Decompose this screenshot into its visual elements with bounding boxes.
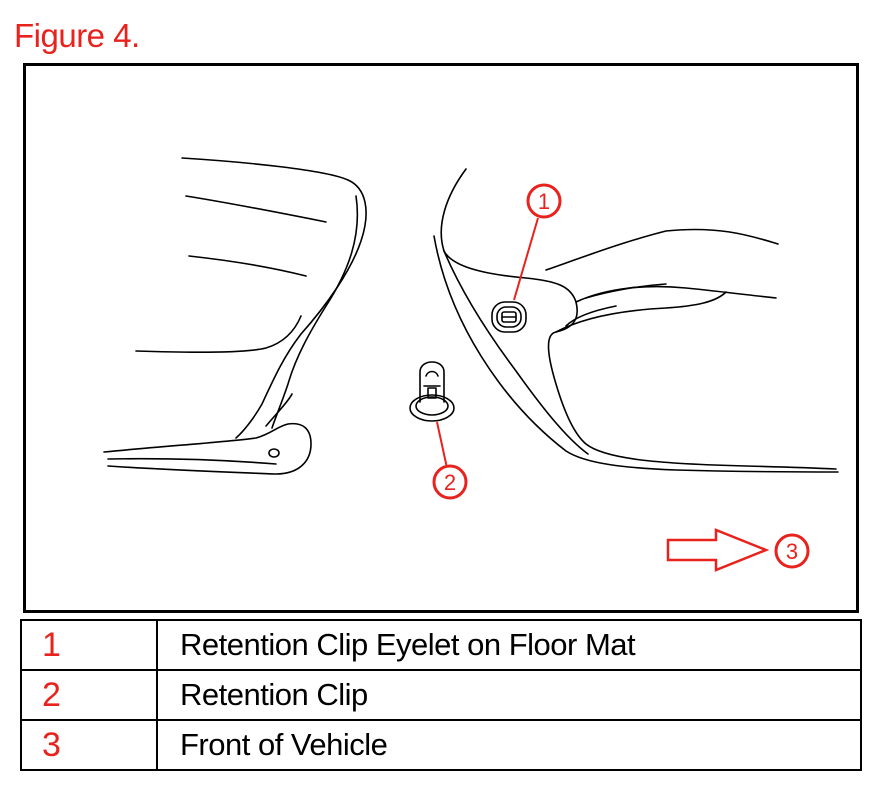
callout-circle-3: 3 [774,533,810,569]
retention-clip-drawing [409,361,455,422]
callout-number-3: 3 [786,539,798,564]
legend-description: Retention Clip Eyelet on Floor Mat [156,619,862,671]
callout-number-2: 2 [444,470,456,495]
callout-circle-1: 1 [526,183,562,219]
callout-number-1: 1 [538,189,550,214]
callout-circle-2: 2 [432,464,468,500]
floor-mat-illustration: 1 2 3 [103,157,839,572]
figure-title: Figure 4. [14,17,140,54]
seat-drawing [103,157,367,475]
front-arrow-icon [666,528,770,572]
callout-leaders [436,217,539,469]
illustration-frame: 1 2 3 [23,63,859,613]
legend-description: Retention Clip [156,669,862,721]
floor-mat-drawing [433,168,839,473]
legend-description: Front of Vehicle [156,719,862,771]
legend-number: 3 [20,719,158,771]
legend-number: 2 [20,669,158,721]
legend-row: 1 Retention Clip Eyelet on Floor Mat [20,619,862,671]
legend-table: 1 Retention Clip Eyelet on Floor Mat 2 R… [20,619,862,771]
legend-row: 3 Front of Vehicle [20,719,862,771]
legend-number: 1 [20,619,158,671]
legend-row: 2 Retention Clip [20,669,862,721]
